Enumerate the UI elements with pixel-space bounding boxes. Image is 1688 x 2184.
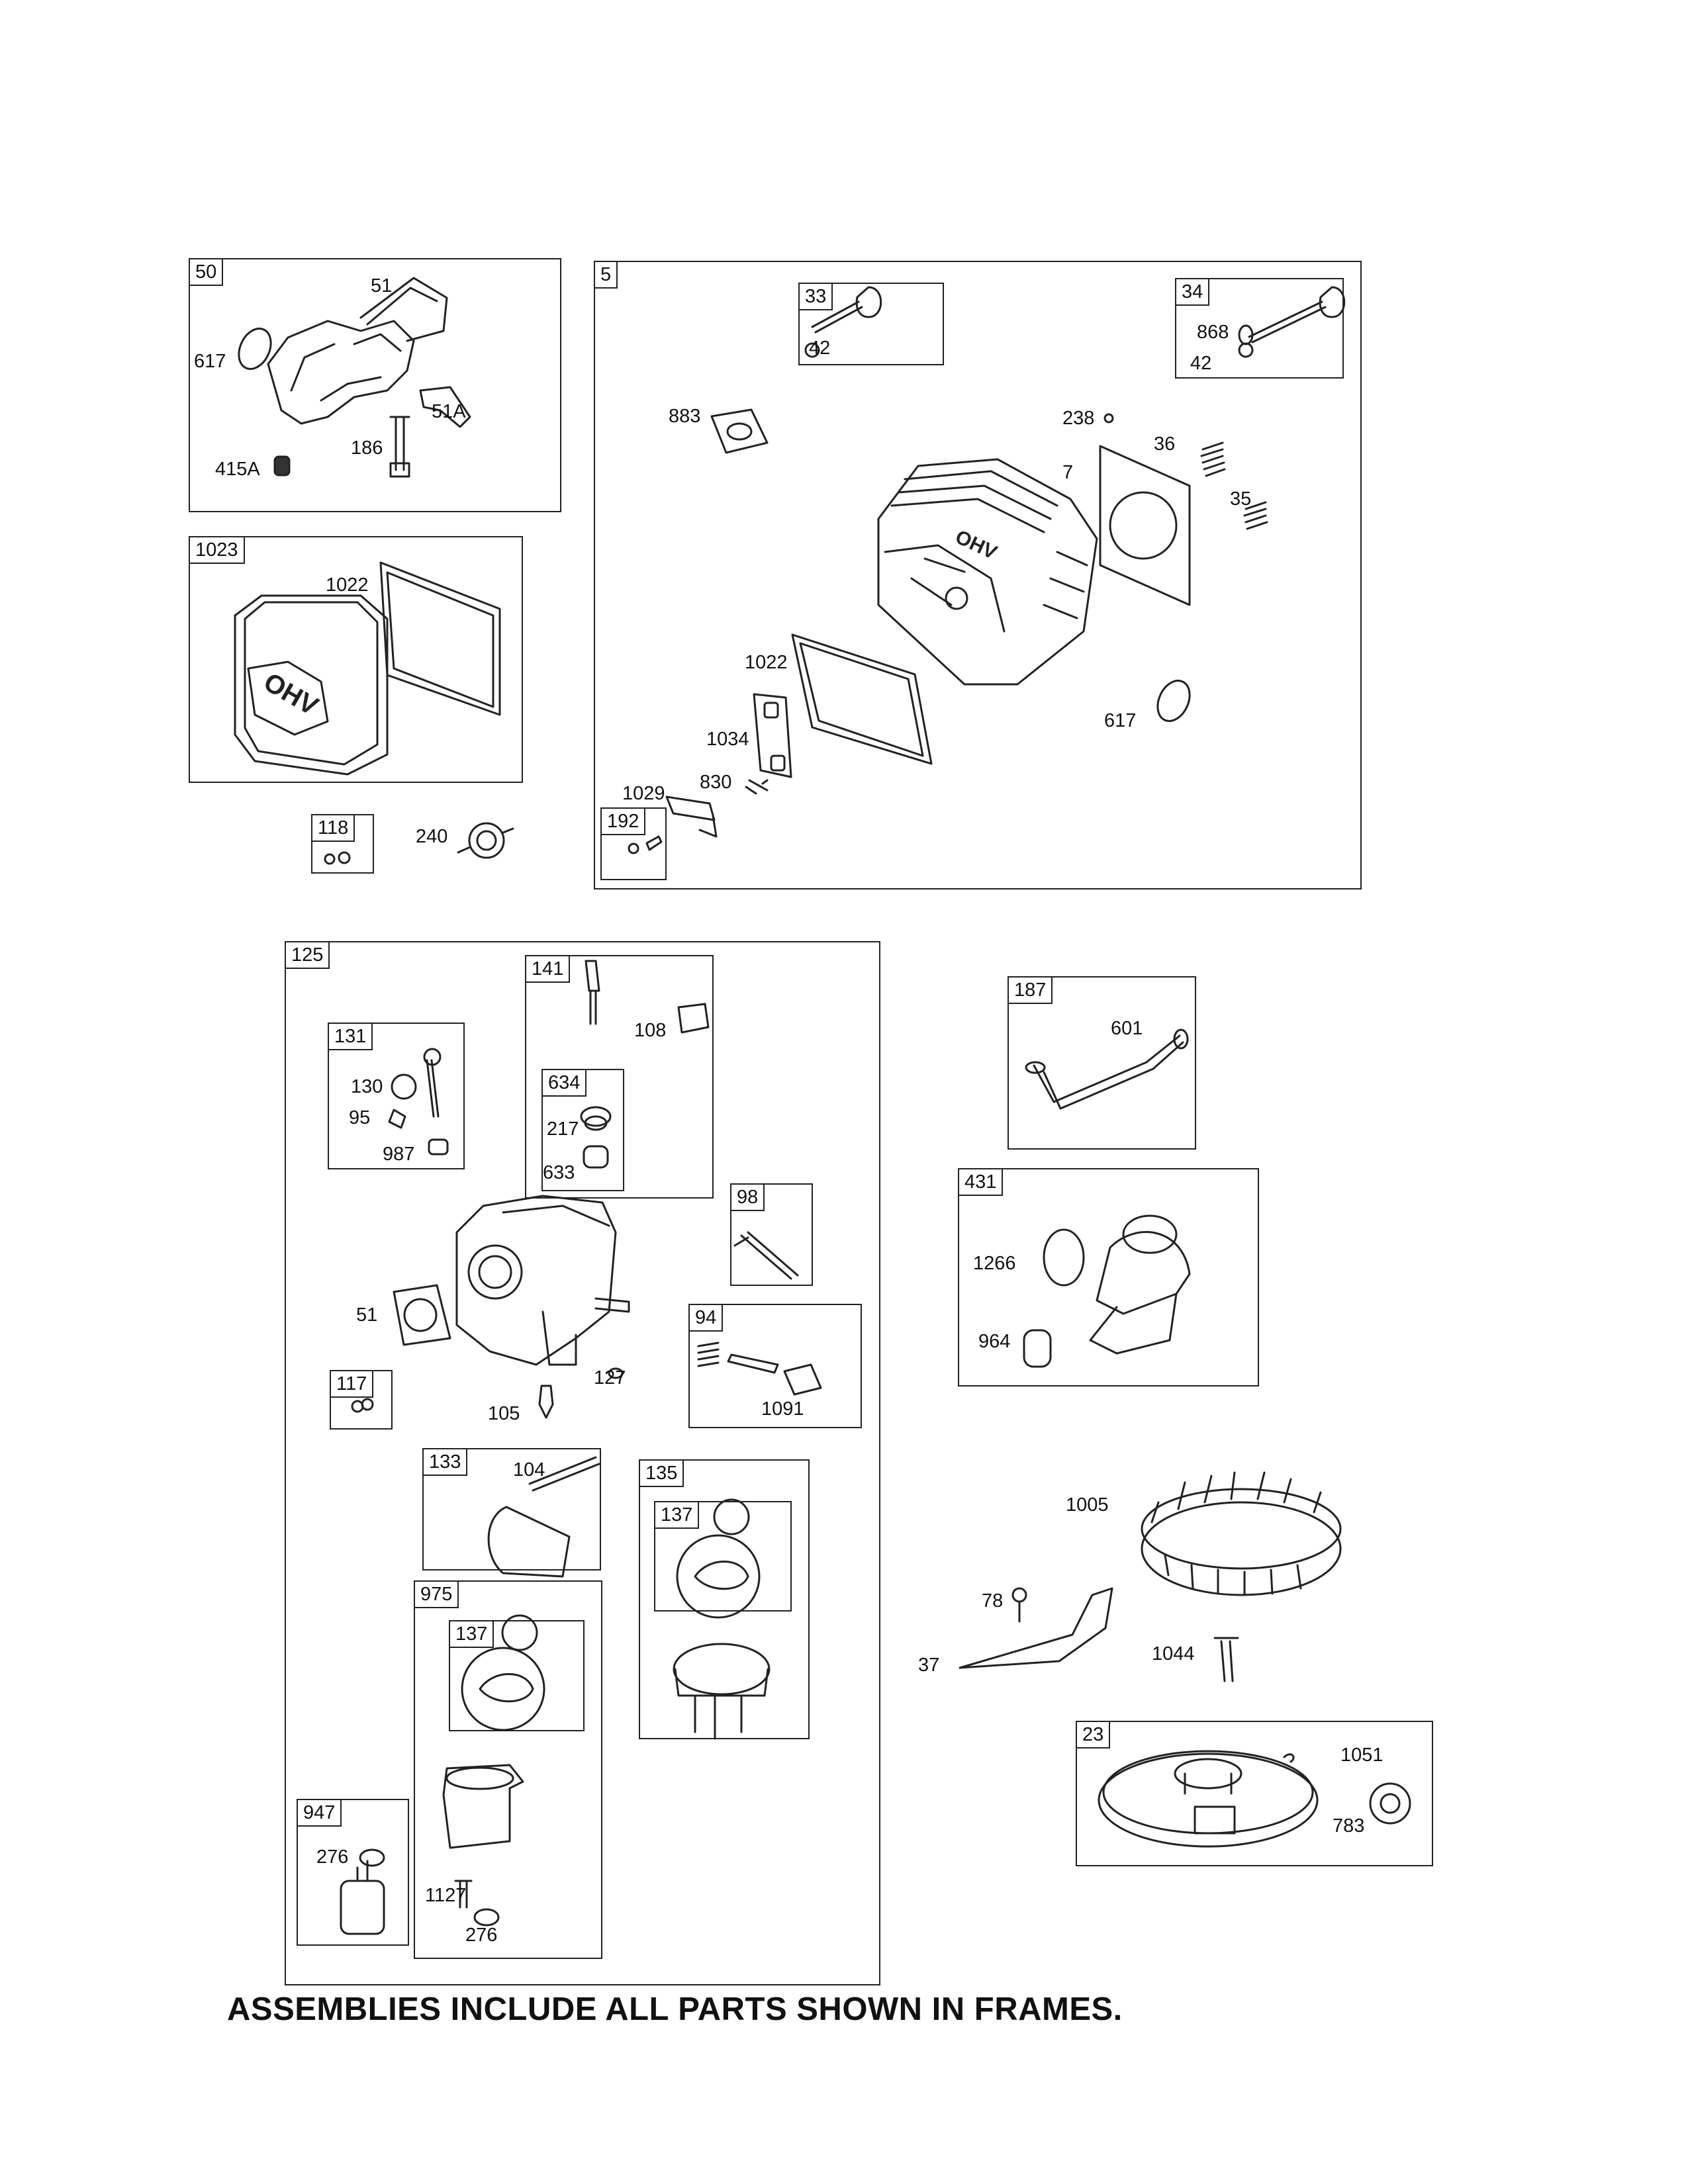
frame-tag-141: 141 (525, 955, 571, 983)
flywheel-hardware-art (959, 1587, 1239, 1682)
frame-tag-50: 50 (189, 258, 224, 286)
frame-23 (1076, 1721, 1433, 1866)
callout-633: 633 (543, 1162, 575, 1183)
frame-1023 (189, 536, 523, 783)
callout-601: 601 (1111, 1018, 1143, 1039)
callout-186: 186 (351, 437, 383, 459)
breather-tube-art (1025, 1028, 1189, 1110)
callout-127: 127 (594, 1367, 626, 1388)
callout-1005: 1005 (1066, 1494, 1109, 1516)
frame-tag-23: 23 (1076, 1721, 1111, 1749)
frame-125 (285, 941, 880, 1985)
callout-95: 95 (349, 1107, 371, 1128)
callout-51-manifold: 51 (371, 275, 393, 296)
frame-5 (594, 261, 1362, 889)
callout-217: 217 (547, 1118, 579, 1140)
callout-7: 7 (1062, 462, 1074, 483)
frame-33 (798, 283, 944, 365)
callout-42-valve-33: 42 (809, 338, 831, 359)
callout-1044: 1044 (1152, 1643, 1195, 1664)
assemblies-footer-note: ASSEMBLIES INCLUDE ALL PARTS SHOWN IN FR… (227, 1991, 1123, 2027)
frame-tag-975: 975 (414, 1580, 459, 1608)
small-parts-118-240-art (324, 822, 514, 865)
callout-78: 78 (982, 1590, 1004, 1612)
callout-42-valve-34: 42 (1190, 353, 1212, 374)
frame-tag-34: 34 (1175, 278, 1210, 306)
valve-cover-art: OHV (234, 561, 501, 776)
frame-947 (297, 1799, 409, 1946)
frame-tag-131: 131 (328, 1023, 373, 1050)
frame-tag-133: 133 (422, 1448, 468, 1476)
frame-98 (730, 1183, 813, 1286)
callout-130: 130 (351, 1076, 383, 1097)
callout-964: 964 (978, 1331, 1011, 1352)
callout-36: 36 (1154, 433, 1176, 455)
frame-94 (688, 1304, 862, 1428)
frame-tag-187: 187 (1008, 976, 1053, 1004)
flywheel-fan-art (1141, 1471, 1342, 1596)
callout-276-bowl: 276 (465, 1925, 498, 1946)
frame-975 (414, 1580, 602, 1959)
frame-tag-192: 192 (600, 807, 646, 835)
frame-141 (525, 955, 714, 1199)
frame-187 (1008, 976, 1196, 1150)
carburetor-art (340, 960, 822, 1935)
frame-tag-137-b: 137 (449, 1620, 494, 1648)
frame-50 (189, 258, 561, 512)
callout-238: 238 (1062, 408, 1095, 429)
frame-tag-431: 431 (958, 1168, 1004, 1196)
frame-tag-98: 98 (730, 1183, 765, 1211)
callout-37: 37 (918, 1655, 940, 1676)
frame-tag-117: 117 (330, 1370, 374, 1398)
callout-1034: 1034 (706, 729, 749, 750)
frame-137-b (449, 1620, 585, 1731)
callout-783: 783 (1333, 1815, 1365, 1837)
flywheel-ring-gear-art (1098, 1750, 1411, 1848)
callout-415A: 415A (215, 459, 260, 480)
svg-text:OHV: OHV (259, 667, 323, 721)
callout-105: 105 (488, 1403, 520, 1424)
frame-tag-1023: 1023 (189, 536, 245, 564)
callout-1127: 1127 (425, 1885, 467, 1906)
frame-133 (422, 1448, 601, 1570)
callout-987: 987 (383, 1144, 415, 1165)
frame-431 (958, 1168, 1259, 1387)
callout-51A: 51A (432, 401, 466, 422)
frame-tag-33: 33 (798, 283, 833, 310)
frame-tag-118: 118 (311, 814, 355, 842)
frame-tag-947: 947 (297, 1799, 342, 1827)
frame-34 (1175, 278, 1344, 379)
frame-tag-125: 125 (285, 941, 330, 969)
frame-131 (328, 1023, 465, 1169)
frame-tag-634: 634 (541, 1069, 587, 1097)
cylinder-head-art: OHV (628, 286, 1346, 854)
callout-868: 868 (1197, 322, 1229, 343)
callout-1051: 1051 (1340, 1745, 1383, 1766)
callout-617-manifold: 617 (194, 351, 226, 372)
callout-104: 104 (513, 1459, 545, 1480)
callout-883: 883 (669, 406, 701, 427)
frame-tag-5: 5 (594, 261, 618, 289)
frame-135 (639, 1459, 810, 1739)
callout-1266: 1266 (973, 1253, 1016, 1274)
frame-tag-94: 94 (688, 1304, 724, 1332)
frame-tag-137-a: 137 (654, 1501, 700, 1529)
callout-830: 830 (700, 772, 732, 793)
callout-276-solenoid: 276 (316, 1846, 349, 1868)
callout-1091: 1091 (761, 1398, 804, 1420)
callout-35: 35 (1230, 488, 1252, 510)
air-intake-elbow-art (1023, 1214, 1191, 1368)
frame-tag-135: 135 (639, 1459, 684, 1487)
intake-manifold-art (238, 277, 471, 478)
callout-1022-cover: 1022 (326, 574, 369, 596)
callout-240: 240 (416, 826, 448, 847)
callout-617-head: 617 (1104, 710, 1137, 731)
callout-108: 108 (634, 1020, 667, 1041)
callout-1022-head: 1022 (745, 652, 788, 673)
callout-51-carb: 51 (356, 1304, 378, 1326)
callout-1029: 1029 (622, 783, 665, 804)
